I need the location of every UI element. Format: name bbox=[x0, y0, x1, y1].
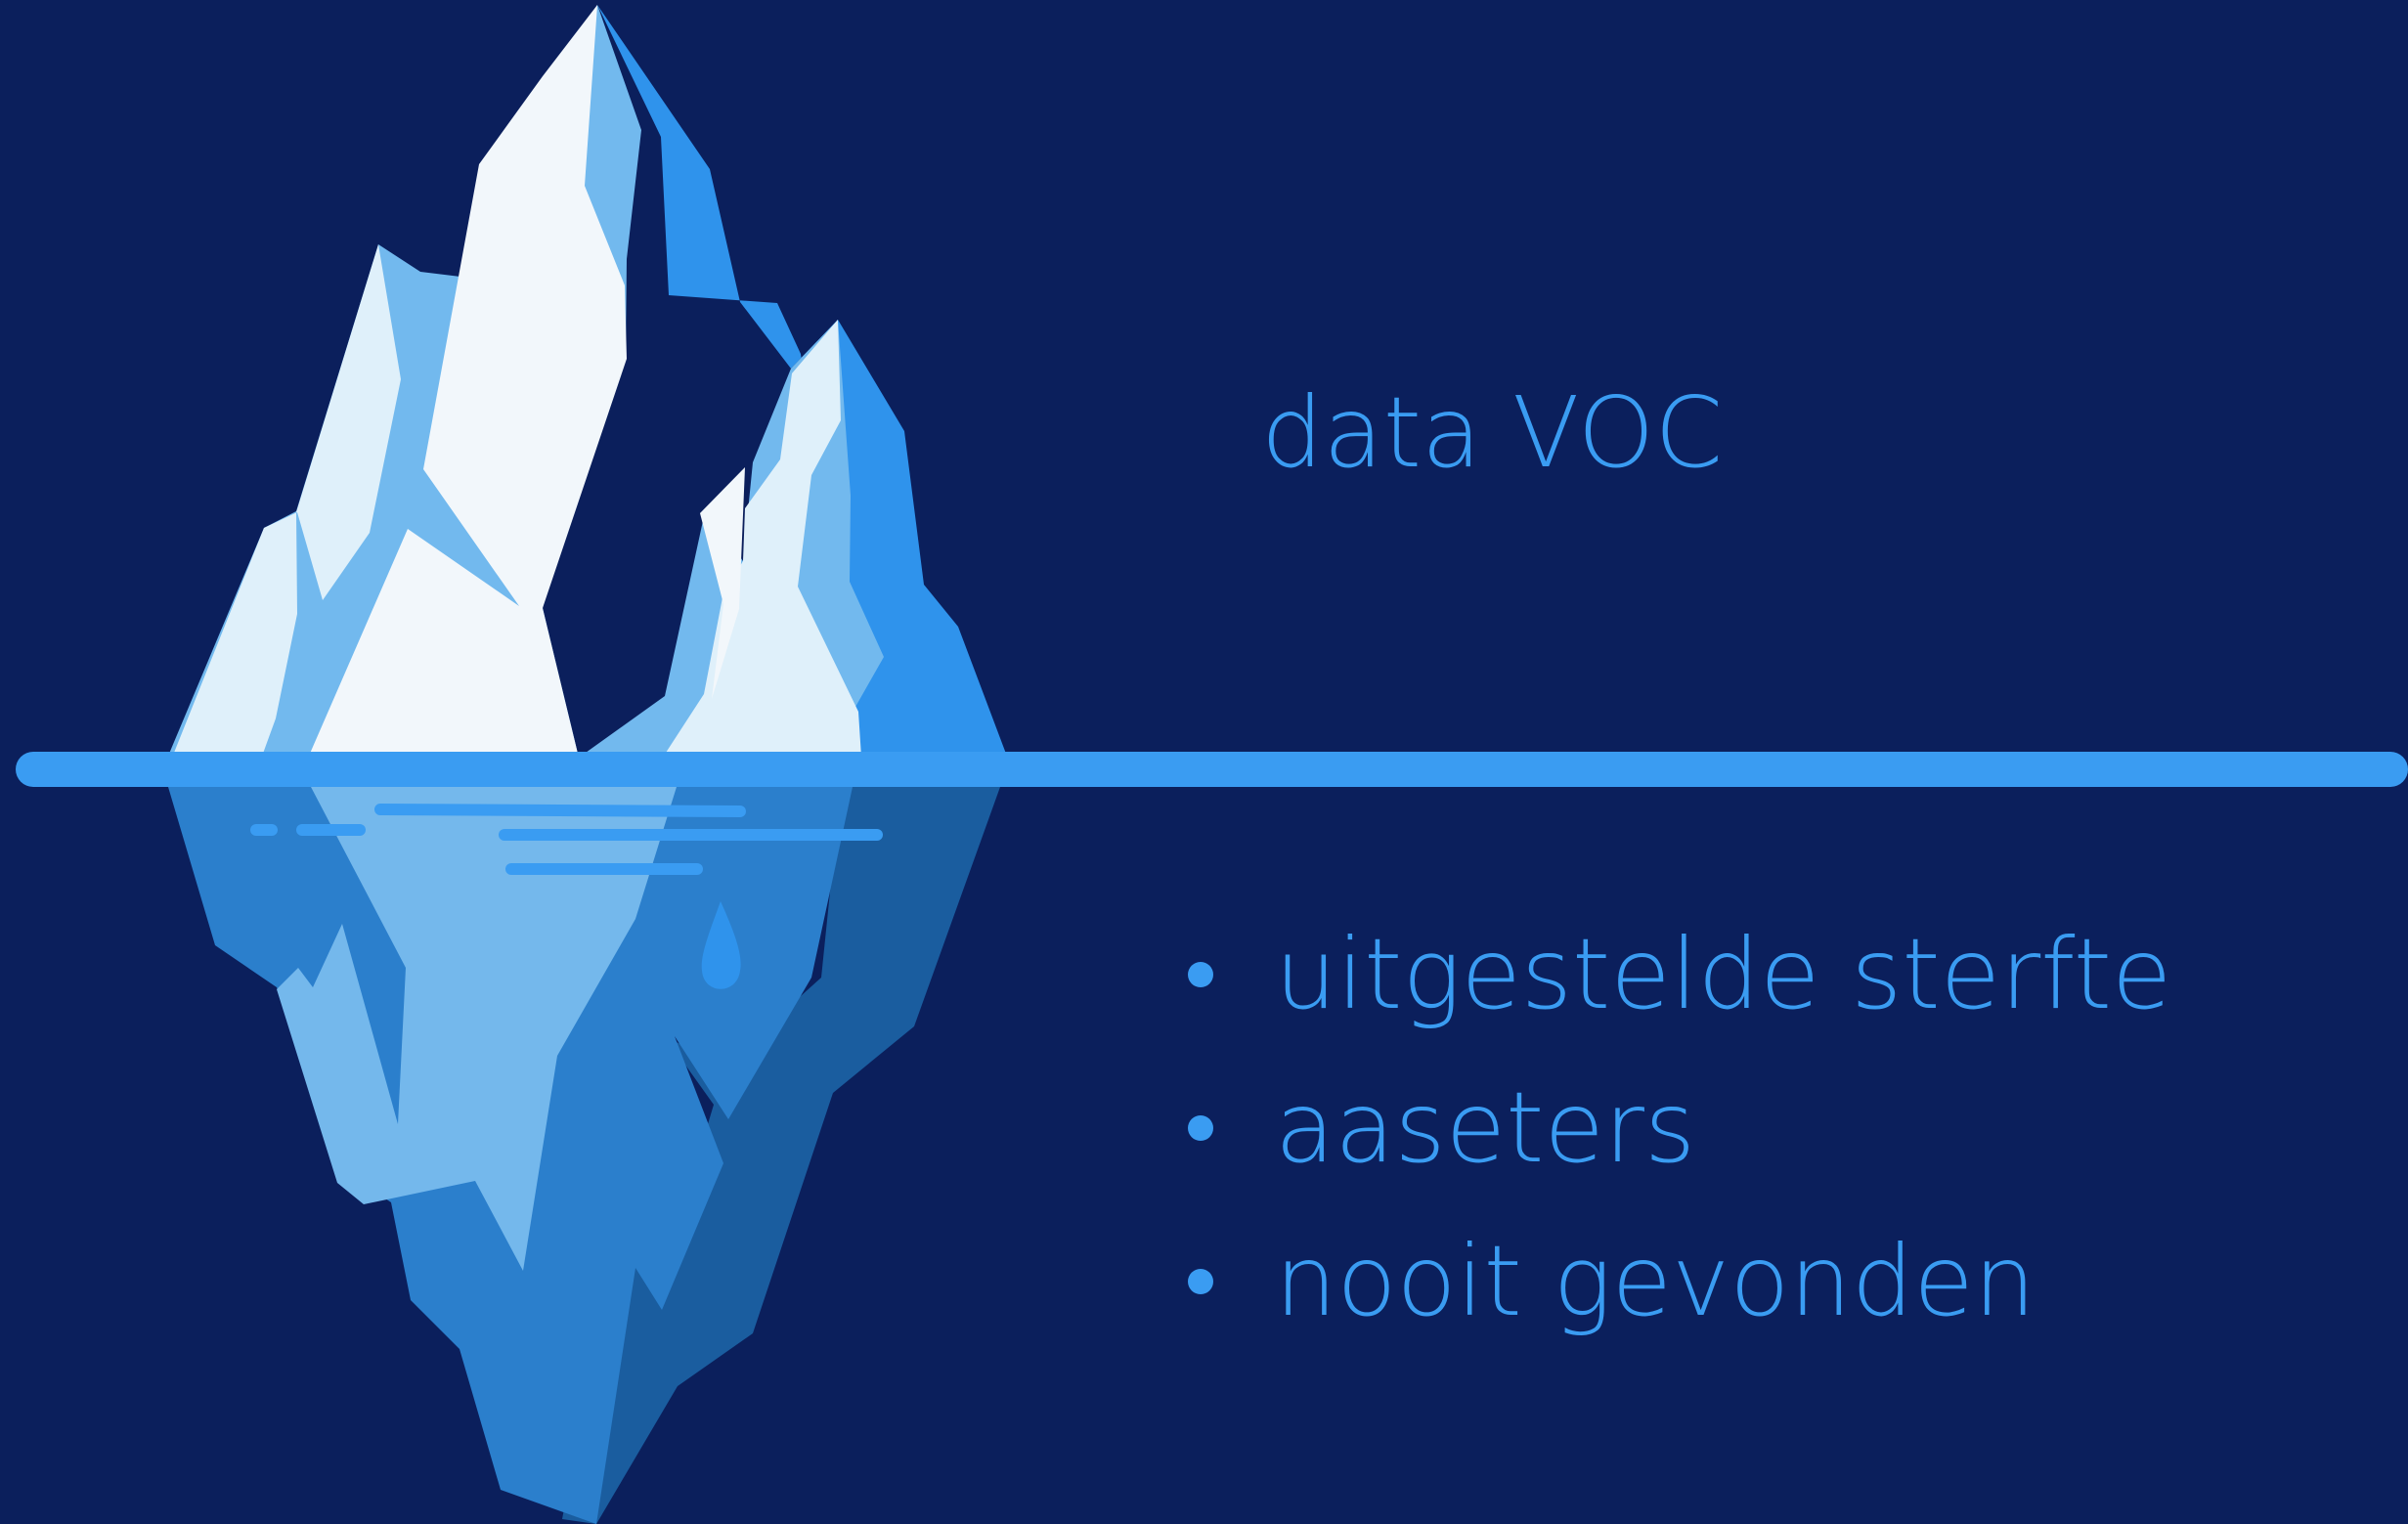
list-item-text: nooit gevonden bbox=[1275, 1224, 2036, 1338]
iceberg-white-face bbox=[306, 5, 627, 762]
underwater-dark-face bbox=[562, 787, 1000, 1524]
underwater-light-face bbox=[277, 787, 677, 1271]
list-item: aaseters bbox=[1188, 1051, 2171, 1204]
bullet-dot-icon bbox=[1188, 962, 1213, 987]
iceberg-underwater bbox=[168, 787, 1000, 1524]
below-water-list: uitgestelde sterfte aaseters nooit gevon… bbox=[1188, 897, 2171, 1358]
iceberg-shadow-face bbox=[597, 5, 1008, 772]
list-item: uitgestelde sterfte bbox=[1188, 897, 2171, 1051]
iceberg-white-peak-mid bbox=[700, 467, 745, 699]
list-item: nooit gevonden bbox=[1188, 1204, 2171, 1358]
iceberg-light-peak-right bbox=[653, 320, 862, 772]
bullet-dot-icon bbox=[1188, 1115, 1213, 1141]
bullet-dot-icon bbox=[1188, 1269, 1213, 1294]
iceberg-tip bbox=[161, 5, 1008, 772]
list-item-text: aaseters bbox=[1275, 1070, 1696, 1185]
list-item-text: uitgestelde sterfte bbox=[1275, 917, 2172, 1031]
water-ripples bbox=[250, 804, 883, 875]
iceberg-light-peak-left bbox=[166, 244, 401, 772]
above-water-label: data VOC bbox=[1261, 375, 1724, 490]
water-line bbox=[16, 752, 2408, 787]
water-drop-icon bbox=[701, 901, 741, 989]
